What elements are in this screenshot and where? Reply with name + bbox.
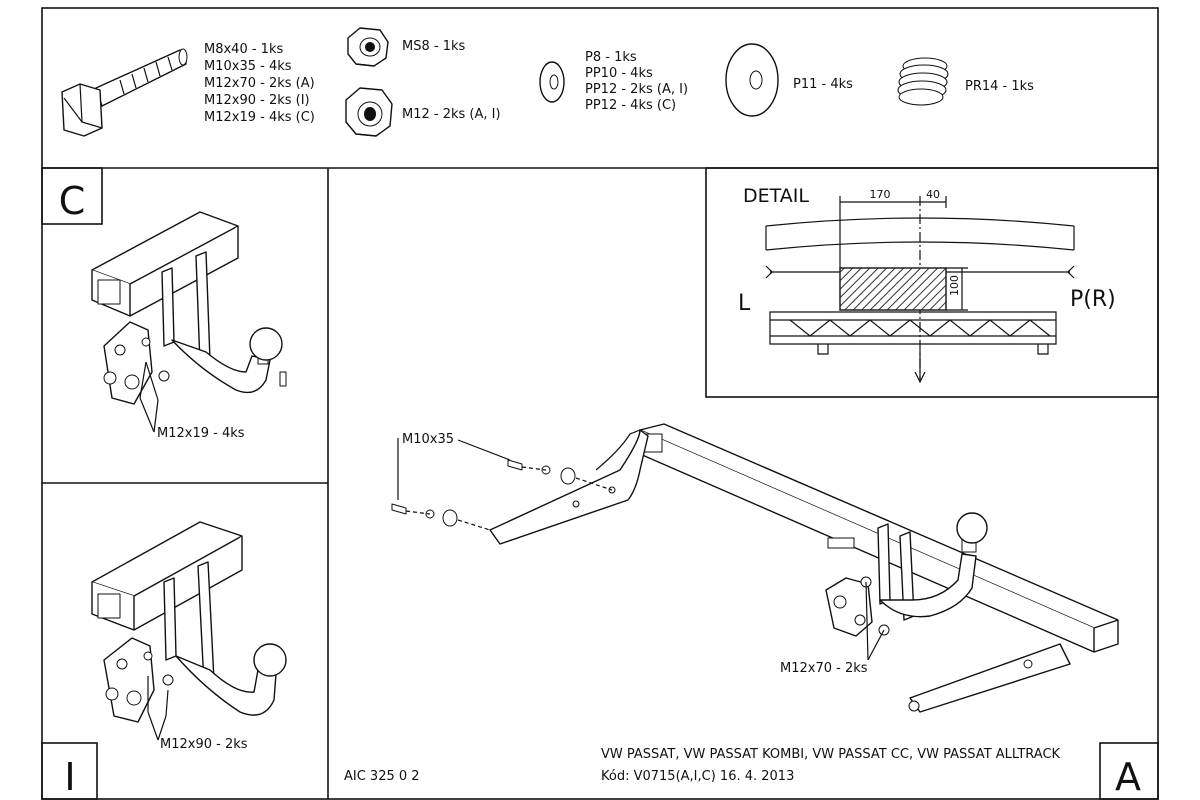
- washer-spec-line: PP10 - 4ks: [585, 66, 653, 81]
- dimension-40: 40: [926, 188, 940, 201]
- detail-title: DETAIL: [743, 185, 809, 207]
- washer-spec-line: P8 - 1ks: [585, 50, 637, 65]
- kod-date: Kód: V0715(A,I,C) 16. 4. 2013: [601, 769, 794, 784]
- panel-c: C M12x19 - 4ks: [59, 179, 287, 441]
- bolt-spec-line: M8x40 - 1ks: [204, 42, 283, 57]
- hex-nut-icon: [345, 87, 393, 137]
- drawing-code: AIC 325 0 2: [344, 769, 420, 784]
- main-bolt-callout: M10x35: [402, 432, 454, 447]
- bolt-icon: [61, 48, 188, 137]
- large-washer-icon: [725, 43, 779, 117]
- spring-label: PR14 - 1ks: [965, 79, 1034, 94]
- main-lower-callout: M12x70 - 2ks: [780, 661, 868, 676]
- bolt-spec-line: M12x70 - 2ks (A): [204, 76, 315, 91]
- parts-list: M8x40 - 1ks M10x35 - 4ks M12x70 - 2ks (A…: [61, 27, 1034, 137]
- panel-c-letter: C: [59, 179, 86, 223]
- detail-right-label: P(R): [1070, 287, 1116, 312]
- nut-ms8-label: MS8 - 1ks: [402, 39, 465, 54]
- bolt-spec-line: M12x19 - 4ks (C): [204, 110, 315, 125]
- washer-icon: [539, 61, 565, 103]
- tow-bar-variant-c-illustration: [91, 211, 287, 405]
- dimension-170: 170: [870, 188, 891, 201]
- detail-inset: DETAIL 170 40 100 L P(R): [738, 185, 1116, 384]
- spring-washer-icon: [897, 57, 949, 106]
- detail-left-label: L: [738, 291, 751, 316]
- panel-i-callout: M12x90 - 2ks: [160, 737, 248, 752]
- lock-nut-icon: [347, 27, 389, 67]
- bolt-spec-line: M12x90 - 2ks (I): [204, 93, 310, 108]
- drawing-frame: [41, 7, 1159, 800]
- dimension-100: 100: [948, 275, 961, 296]
- vehicle-models: VW PASSAT, VW PASSAT KOMBI, VW PASSAT CC…: [601, 747, 1061, 762]
- panel-a-letter: A: [1115, 755, 1141, 799]
- nut-m12-label: M12 - 2ks (A, I): [402, 107, 501, 122]
- panel-c-callout: M12x19 - 4ks: [157, 426, 245, 441]
- bolt-spec-line: M10x35 - 4ks: [204, 59, 292, 74]
- panel-i: I M12x90 - 2ks: [64, 521, 287, 799]
- washer-p11-label: P11 - 4ks: [793, 77, 853, 92]
- panel-i-letter: I: [64, 755, 75, 799]
- main-assembly: [391, 423, 1119, 713]
- washer-spec-line: PP12 - 4ks (C): [585, 98, 676, 113]
- tow-bar-variant-i-illustration: [91, 521, 287, 723]
- bumper-cutout-area: [839, 267, 947, 311]
- washer-spec-line: PP12 - 2ks (A, I): [585, 82, 688, 97]
